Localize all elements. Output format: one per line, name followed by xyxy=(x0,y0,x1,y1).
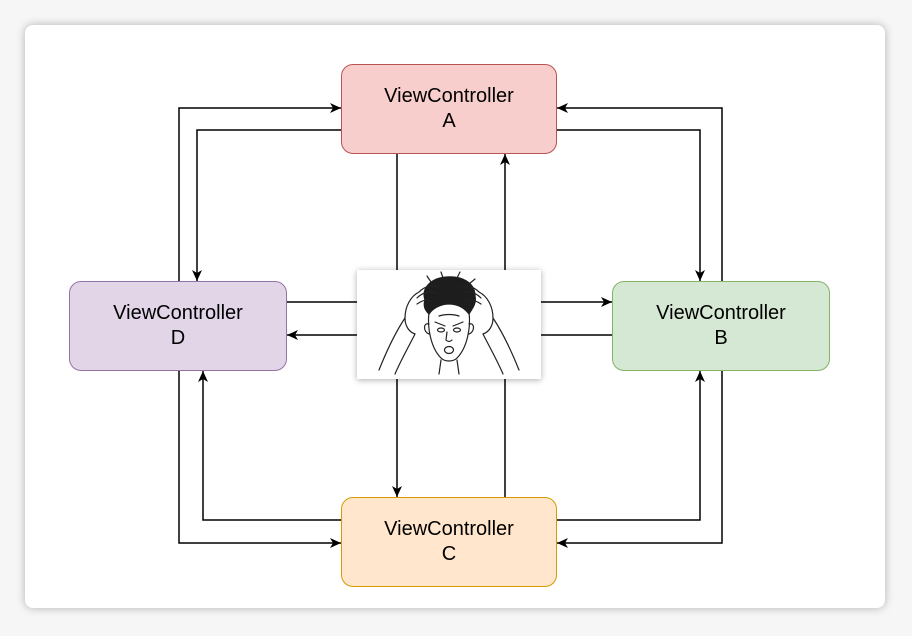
node-viewcontroller-d: ViewController D xyxy=(69,281,287,371)
edge-c-to-b xyxy=(557,371,705,521)
node-title: ViewController xyxy=(656,302,786,324)
edge-d-to-a xyxy=(178,103,341,281)
edge-b-to-a xyxy=(557,103,723,281)
face xyxy=(423,311,475,375)
node-viewcontroller-a: ViewController A xyxy=(341,64,557,154)
node-letter: A xyxy=(442,110,456,132)
node-letter: C xyxy=(441,543,457,565)
confused-face-meme-icon xyxy=(357,270,541,379)
edge-a-to-d xyxy=(192,129,341,281)
face-sketch xyxy=(378,271,520,375)
node-title: ViewController xyxy=(113,302,243,324)
hair xyxy=(423,271,476,315)
edge-d-to-c xyxy=(178,371,341,548)
edge-c-to-d xyxy=(198,371,341,521)
left-hand xyxy=(378,285,440,375)
edge-a-to-b xyxy=(557,129,705,281)
node-letter: B xyxy=(714,327,728,349)
node-viewcontroller-c: ViewController C xyxy=(341,497,557,587)
node-title: ViewController xyxy=(384,85,514,107)
node-viewcontroller-b: ViewController B xyxy=(612,281,830,371)
node-letter: D xyxy=(170,327,186,349)
node-title: ViewController xyxy=(384,518,514,540)
right-hand xyxy=(458,285,520,375)
edge-b-to-c xyxy=(557,371,723,548)
